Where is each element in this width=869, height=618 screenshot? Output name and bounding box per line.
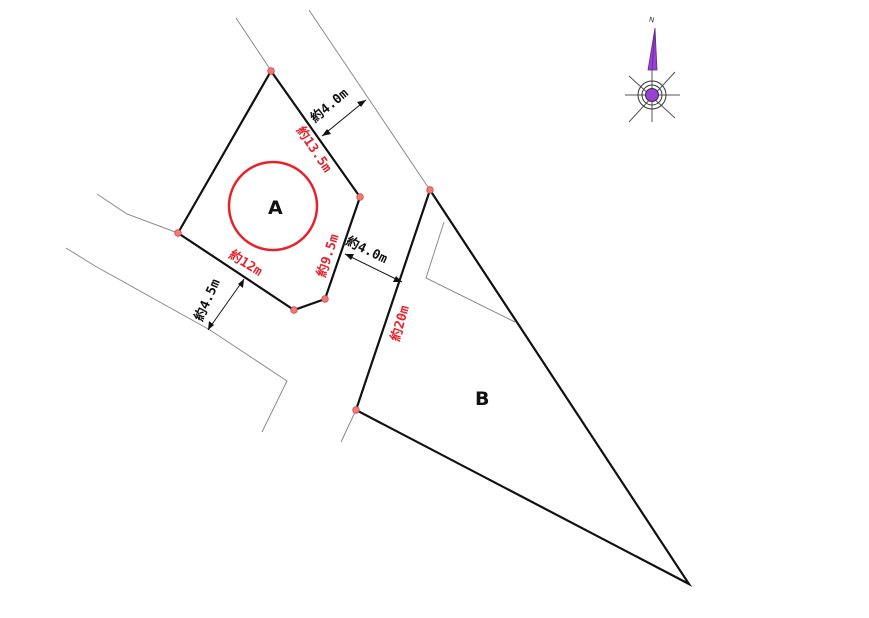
dimension-arrow-north bbox=[321, 99, 367, 137]
road-edge-w-lower bbox=[65, 247, 288, 433]
road-lines bbox=[65, 9, 516, 443]
lot-a-south-side-label: 約12m bbox=[226, 247, 266, 280]
vertex-marker bbox=[352, 406, 360, 414]
north-label: N bbox=[648, 16, 655, 25]
lot-b-west-side-label: 約20m bbox=[387, 303, 412, 343]
north-arrow-icon: N bbox=[625, 16, 680, 123]
lot-a-highlight-circle bbox=[227, 160, 319, 252]
vertex-marker bbox=[290, 306, 298, 314]
lot-b-inner-line bbox=[425, 221, 516, 323]
road-edge-s bbox=[340, 409, 357, 443]
lot-a-east-side-label: 約9.5m bbox=[314, 232, 343, 279]
arrowheads-west bbox=[208, 279, 244, 330]
lot-a-boundary bbox=[176, 68, 362, 312]
road-west-width-label: 約4.5m bbox=[191, 276, 224, 323]
arrowheads-north bbox=[322, 100, 366, 136]
vertex-marker bbox=[174, 229, 182, 237]
lot-b-label: B bbox=[475, 388, 489, 410]
lot-b-boundary bbox=[354, 187, 693, 587]
vertex-marker bbox=[267, 67, 275, 75]
dimension-arrows bbox=[207, 99, 403, 331]
road-middle-width-label: 約4.0m bbox=[343, 233, 390, 267]
arrowheads-middle bbox=[345, 254, 402, 282]
road-edge-w-upper bbox=[96, 193, 179, 234]
lot-a-label: A bbox=[268, 197, 283, 219]
vertex-marker bbox=[356, 193, 364, 201]
vertex-markers bbox=[174, 67, 434, 414]
road-edge-ne bbox=[308, 9, 431, 191]
vertex-marker bbox=[426, 186, 434, 194]
road-north-width-label: 約4.0m bbox=[307, 85, 351, 126]
dimension-arrow-middle bbox=[344, 253, 403, 283]
vertex-marker bbox=[321, 295, 329, 303]
road-edge-nw bbox=[235, 17, 273, 73]
dimension-arrow-west bbox=[207, 278, 245, 331]
